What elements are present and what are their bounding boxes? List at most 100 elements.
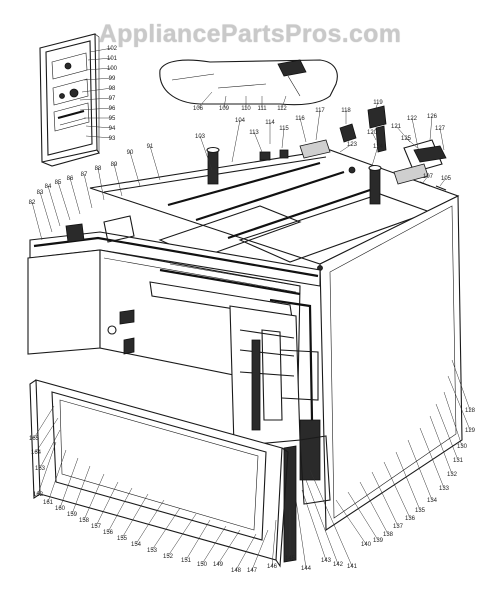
callout-number: 97	[109, 96, 116, 102]
leader-line	[447, 375, 471, 431]
callout-number: 133	[439, 486, 450, 492]
leader-line	[199, 135, 213, 171]
callout-number: 120	[367, 130, 378, 136]
leader-line	[301, 489, 327, 561]
callout-number: 103	[195, 134, 206, 140]
callout-number: 114	[265, 120, 275, 126]
leader-line	[439, 127, 445, 151]
leader-line	[347, 491, 379, 541]
callout-number: 134	[427, 498, 438, 504]
leader-line	[39, 429, 61, 469]
leader-line	[315, 109, 321, 141]
callout-number: 102	[107, 46, 118, 52]
leader-line	[83, 473, 105, 521]
callout-number: 123	[347, 142, 358, 148]
leader-line	[429, 415, 453, 475]
callout-number: 113	[249, 130, 259, 136]
hardware-parts	[259, 105, 447, 191]
callout-number: 130	[457, 444, 468, 450]
callout-number: 125	[401, 136, 412, 142]
leader-line	[89, 47, 113, 53]
leader-line	[47, 185, 61, 227]
leader-line	[281, 127, 285, 149]
callout-number: 137	[393, 524, 404, 530]
leader-line	[271, 519, 277, 567]
lower-door	[29, 379, 289, 568]
inset-control-panel	[39, 33, 100, 167]
callout-number: 141	[347, 564, 358, 570]
side-panel	[317, 195, 463, 532]
leader-line	[383, 461, 411, 519]
leader-line	[395, 451, 421, 511]
leader-line	[121, 493, 149, 539]
callout-number: 104	[235, 118, 246, 124]
callout-number: 148	[231, 568, 242, 574]
leader-line	[371, 471, 399, 527]
leader-line	[435, 403, 459, 461]
leader-line	[231, 119, 241, 163]
callout-number: 132	[447, 472, 458, 478]
leader-line	[371, 145, 379, 167]
callout-number: 156	[103, 530, 114, 536]
leader-line	[79, 97, 113, 101]
leader-line	[251, 529, 269, 571]
callout-number: 116	[295, 116, 305, 122]
callout-number: 85	[55, 180, 62, 186]
callout-number: 118	[341, 108, 351, 114]
callout-number: 96	[109, 106, 116, 112]
callout-number: 117	[315, 108, 325, 114]
leader-line	[35, 417, 59, 453]
callout-number: 157	[91, 524, 102, 530]
callout-number: 90	[127, 150, 134, 156]
callout-number: 91	[147, 144, 154, 150]
leader-line	[151, 507, 181, 551]
leader-line	[405, 137, 421, 151]
callout-number: 105	[441, 176, 452, 182]
callout-number: 131	[453, 458, 464, 464]
callout-number: 99	[109, 76, 116, 82]
callout-number: 153	[147, 548, 158, 554]
leader-line	[281, 95, 287, 109]
callout-number: 158	[79, 518, 90, 524]
leader-line	[95, 481, 119, 527]
callout-number: 127	[435, 126, 446, 132]
leader-line	[421, 175, 429, 185]
leader-line	[71, 465, 91, 515]
leader-line	[85, 135, 113, 139]
leader-line	[47, 449, 67, 503]
callout-number: 160	[55, 506, 66, 512]
leader-line	[39, 191, 53, 233]
callout-number: 149	[213, 562, 224, 568]
leader-line	[33, 405, 55, 439]
leader-line	[411, 117, 419, 149]
leader-line	[85, 125, 113, 129]
leader-line	[235, 533, 257, 571]
callout-number: 88	[95, 166, 102, 172]
callout-number: 165	[29, 436, 40, 442]
callout-number: 126	[427, 114, 438, 120]
leader-line	[201, 525, 227, 565]
leader-line	[167, 513, 197, 557]
callout-number: 119	[373, 100, 383, 106]
callout-number: 150	[197, 562, 208, 568]
callout-number: 95	[109, 116, 116, 122]
backguard	[29, 215, 321, 287]
callout-number: 162	[33, 492, 44, 498]
leader-line	[59, 457, 79, 509]
leader-line	[197, 91, 213, 109]
leader-line	[407, 439, 433, 501]
leader-line	[439, 177, 447, 187]
leader-line	[87, 57, 113, 61]
callout-number: 163	[35, 466, 46, 472]
leader-line	[85, 67, 113, 71]
oven-internals	[229, 298, 331, 563]
callout-number: 159	[67, 512, 78, 518]
callout-number: 109	[219, 106, 230, 112]
leader-line	[309, 469, 353, 567]
callout-number: 115	[279, 126, 289, 132]
callout-number: 138	[383, 532, 394, 538]
leader-line	[185, 519, 211, 561]
callout-number: 84	[45, 184, 52, 190]
leader-line	[135, 499, 165, 545]
